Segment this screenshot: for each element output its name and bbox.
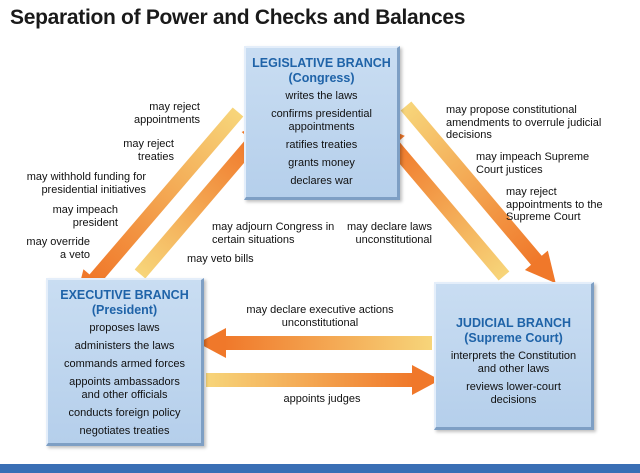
judicial-branch-subtitle: (Supreme Court) bbox=[464, 331, 563, 345]
executive-powers-list: proposes laws administers the laws comma… bbox=[48, 322, 201, 438]
check-label: may declare executive actions unconstitu… bbox=[246, 304, 394, 329]
check-label: may withhold funding for presidential in… bbox=[26, 171, 146, 196]
executive-power: commands armed forces bbox=[63, 358, 186, 370]
check-label: may reject appointments bbox=[133, 101, 200, 126]
legislative-power: confirms presidential appointments bbox=[271, 108, 372, 133]
executive-power: appoints ambassadors and other officials bbox=[69, 376, 180, 401]
check-label: may declare laws unconstitutional bbox=[347, 221, 432, 246]
check-label: appoints judges bbox=[283, 393, 361, 405]
legislative-powers-list: writes the laws confirms presidential ap… bbox=[246, 90, 397, 188]
check-label: may impeach president bbox=[52, 204, 118, 229]
page-title: Separation of Power and Checks and Balan… bbox=[10, 6, 466, 29]
executive-power: negotiates treaties bbox=[79, 425, 170, 437]
judicial-power: interprets the Constitution and other la… bbox=[450, 350, 577, 375]
executive-branch-title: EXECUTIVE BRANCH bbox=[60, 288, 189, 302]
check-label: may propose constitutional amendments to… bbox=[446, 104, 602, 141]
legislative-power: writes the laws bbox=[285, 90, 358, 102]
executive-power: conducts foreign policy bbox=[68, 407, 181, 419]
executive-power: proposes laws bbox=[89, 322, 160, 334]
judicial-power: reviews lower-court decisions bbox=[466, 381, 561, 406]
check-label: may reject appointments to the Supreme C… bbox=[506, 186, 603, 223]
footer-bar bbox=[0, 464, 640, 473]
executive-branch-subtitle: (President) bbox=[91, 303, 158, 317]
arrow-judicial-to-executive bbox=[198, 328, 432, 358]
judicial-branch-title: JUDICIAL BRANCH bbox=[455, 316, 572, 330]
check-label: may override a veto bbox=[26, 236, 90, 261]
legislative-power: ratifies treaties bbox=[285, 139, 358, 151]
legislative-branch-title: LEGISLATIVE BRANCH bbox=[252, 56, 391, 70]
judicial-branch-box: JUDICIAL BRANCH (Supreme Court) interpre… bbox=[434, 282, 594, 430]
check-label: may veto bills bbox=[187, 253, 254, 265]
executive-branch-box: EXECUTIVE BRANCH (President) proposes la… bbox=[46, 278, 204, 446]
arrow-executive-to-judicial bbox=[206, 365, 440, 395]
check-label: may impeach Supreme Court justices bbox=[476, 151, 590, 176]
executive-power: administers the laws bbox=[74, 340, 175, 352]
arrow-legislative-to-judicial bbox=[400, 101, 556, 284]
check-label: may reject treaties bbox=[123, 138, 174, 163]
legislative-branch-subtitle: (Congress) bbox=[288, 71, 355, 85]
check-label: may adjourn Congress in certain situatio… bbox=[212, 221, 335, 246]
judicial-powers-list: interprets the Constitution and other la… bbox=[436, 350, 591, 407]
legislative-power: grants money bbox=[288, 157, 355, 169]
legislative-branch-box: LEGISLATIVE BRANCH (Congress) writes the… bbox=[244, 46, 400, 200]
legislative-power: declares war bbox=[290, 175, 353, 187]
